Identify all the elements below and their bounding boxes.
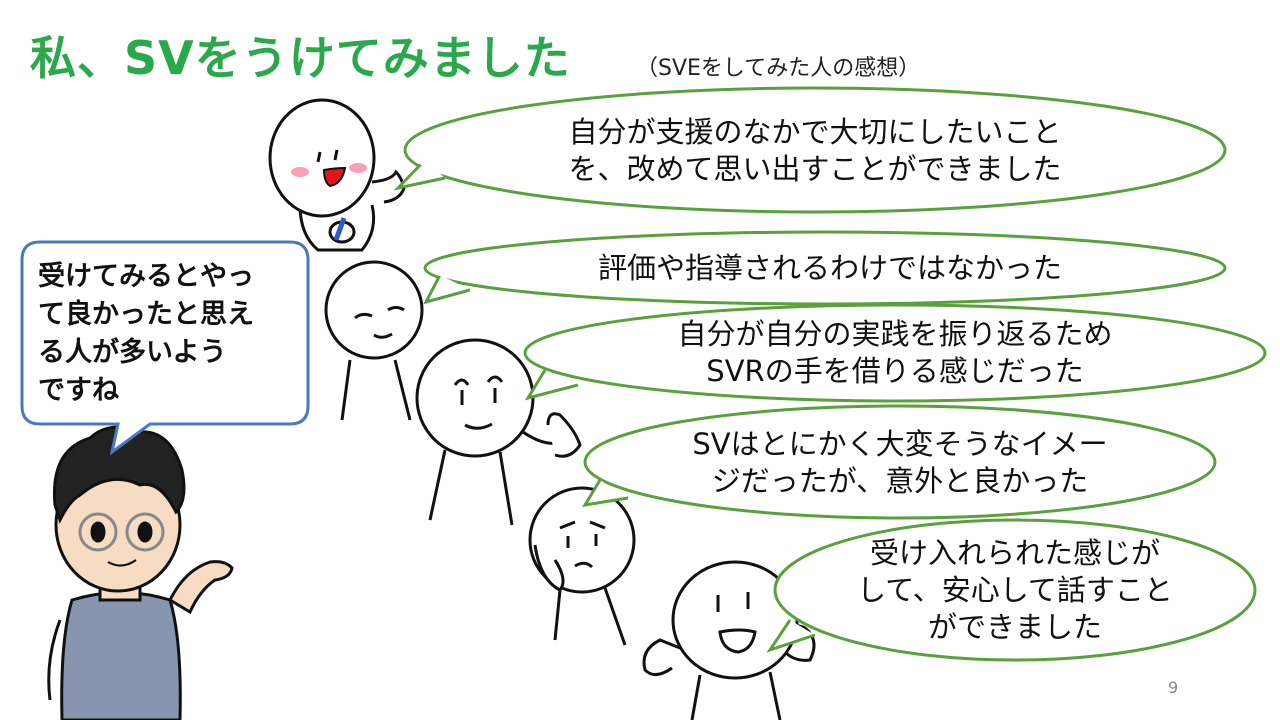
comment-text-2: 評価や指導されるわけではなかった xyxy=(530,250,1130,287)
slide-title: 私、SVをうけてみました xyxy=(30,31,571,85)
cheering-face-icon xyxy=(642,560,816,720)
comment-line: を、改めて思い出すことができました xyxy=(568,152,1062,186)
comment-line: 自分が支援のなかで大切にしたいこと xyxy=(568,115,1062,149)
comment-line: ジだったが、意外と良かった xyxy=(711,464,1089,498)
presenter-speech-bubble xyxy=(20,240,310,456)
presenter-bubble-line: ですね xyxy=(38,375,119,406)
comment-text-3: 自分が自分の実践を振り返るため SVRの手を借りる感じだった xyxy=(595,316,1195,390)
comment-line: 評価や指導されるわけではなかった xyxy=(597,251,1062,285)
page-number: 9 xyxy=(1168,678,1179,697)
comment-line: 自分が自分の実践を振り返るため xyxy=(677,317,1113,351)
thinking-face-icon xyxy=(528,486,636,646)
comment-text-4: SVはとにかく大変そうなイメー ジだったが、意外と良かった xyxy=(650,426,1150,500)
presenter-man-icon xyxy=(47,425,234,720)
presenter-bubble-line: て良かったと思え xyxy=(38,299,254,330)
presenter-bubble-line: 受けてみるとやっ xyxy=(38,261,254,292)
comment-line: ができました xyxy=(927,610,1102,644)
comment-line: 受け入れられた感じが xyxy=(869,536,1160,570)
comment-line: して、安心して話すこと xyxy=(857,573,1173,607)
smiling-face-icon xyxy=(415,338,582,526)
happy-face-icon xyxy=(268,98,406,252)
comment-text-5: 受け入れられた感じが して、安心して話すこと ができました xyxy=(815,535,1215,646)
presenter-bubble-text: 受けてみるとやっ て良かったと思え る人が多いよう ですね xyxy=(38,258,298,410)
comment-line: SVはとにかく大変そうなイメー xyxy=(692,427,1108,461)
presenter-bubble-line: る人が多いよう xyxy=(38,337,227,368)
slide-subtitle: （SVEをしてみた人の感想） xyxy=(636,56,921,81)
content-face-icon xyxy=(324,260,424,421)
comment-line: SVRの手を借りる感じだった xyxy=(706,354,1084,388)
comment-text-1: 自分が支援のなかで大切にしたいこと を、改めて思い出すことができました xyxy=(515,114,1115,188)
